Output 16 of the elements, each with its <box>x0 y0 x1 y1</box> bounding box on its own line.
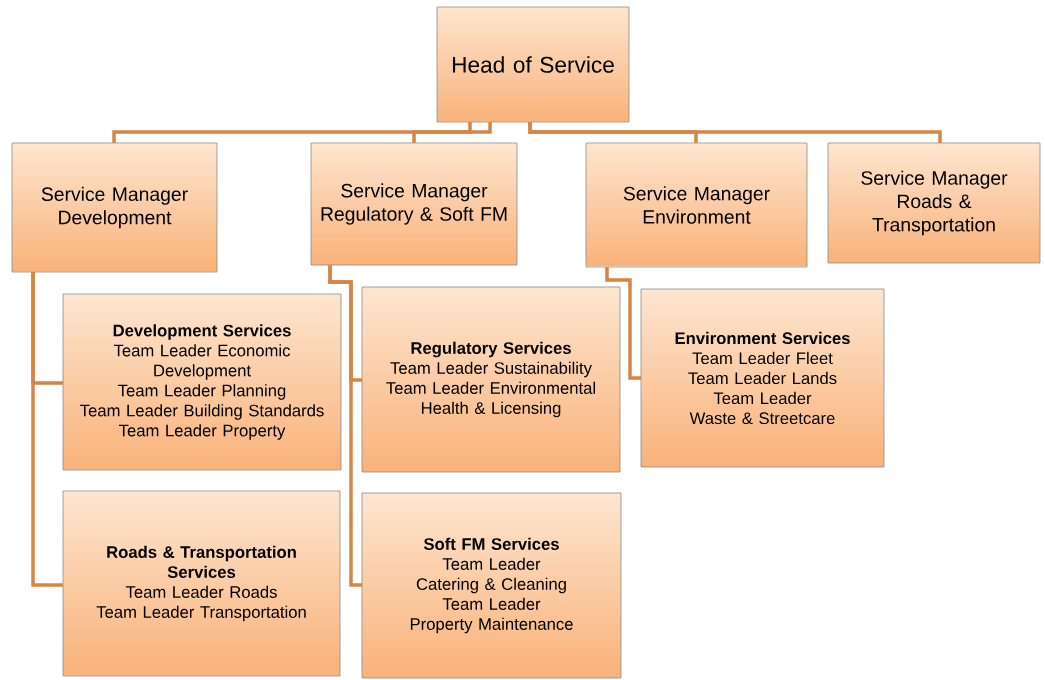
org-box: Service Manager Regulatory & Soft FM <box>310 142 518 266</box>
org-box: Environment Services Team Leader Fleet Team Leader Lands Team Leader Waste & Streetcare <box>640 288 885 468</box>
connector-line <box>528 122 942 143</box>
connector-line <box>328 265 362 587</box>
org-box: Soft FM Services Team Leader Catering & Cleaning Team Leader Property Maintenance <box>361 492 622 679</box>
connector-line <box>412 122 492 143</box>
connector-line <box>112 122 472 143</box>
org-box: Service Manager Roads & Transportation <box>827 142 1041 264</box>
org-box: Roads & Transportation Services Team Leader Roads Team Leader Transportation <box>62 490 341 677</box>
org-box: Regulatory Services Team Leader Sustainability Team Leader Environmental Health & Licensing <box>361 286 621 473</box>
org-box: Development Services Team Leader Economic Development Team Leader Planning Team Leader Building Standards Team Leader Property <box>62 293 342 471</box>
org-box: Service Manager Environment <box>585 142 808 268</box>
connector-line <box>31 272 63 587</box>
org-box: Head of Service <box>436 6 630 123</box>
org-box: Service Manager Development <box>11 142 218 273</box>
connector-line <box>605 267 641 380</box>
